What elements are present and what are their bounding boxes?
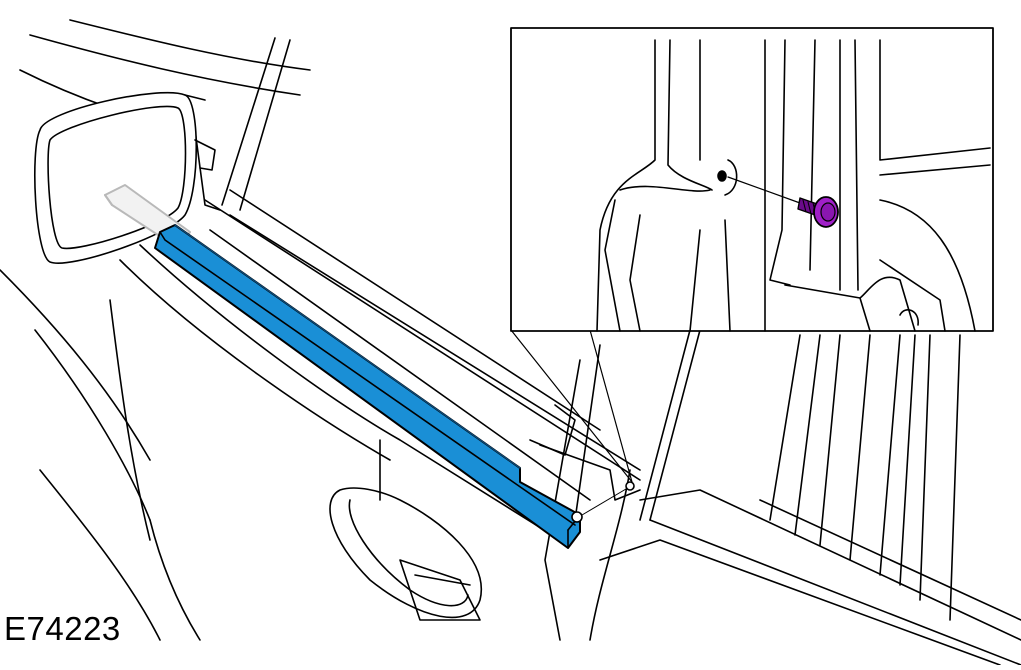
figure-id-label: E74223 [4, 610, 121, 647]
strip-end-bolt-icon [571, 481, 635, 523]
detail-inset [510, 27, 994, 332]
detail-leader-lines [510, 329, 633, 483]
retaining-bolt [797, 196, 839, 228]
door-body-linework [0, 19, 1021, 666]
